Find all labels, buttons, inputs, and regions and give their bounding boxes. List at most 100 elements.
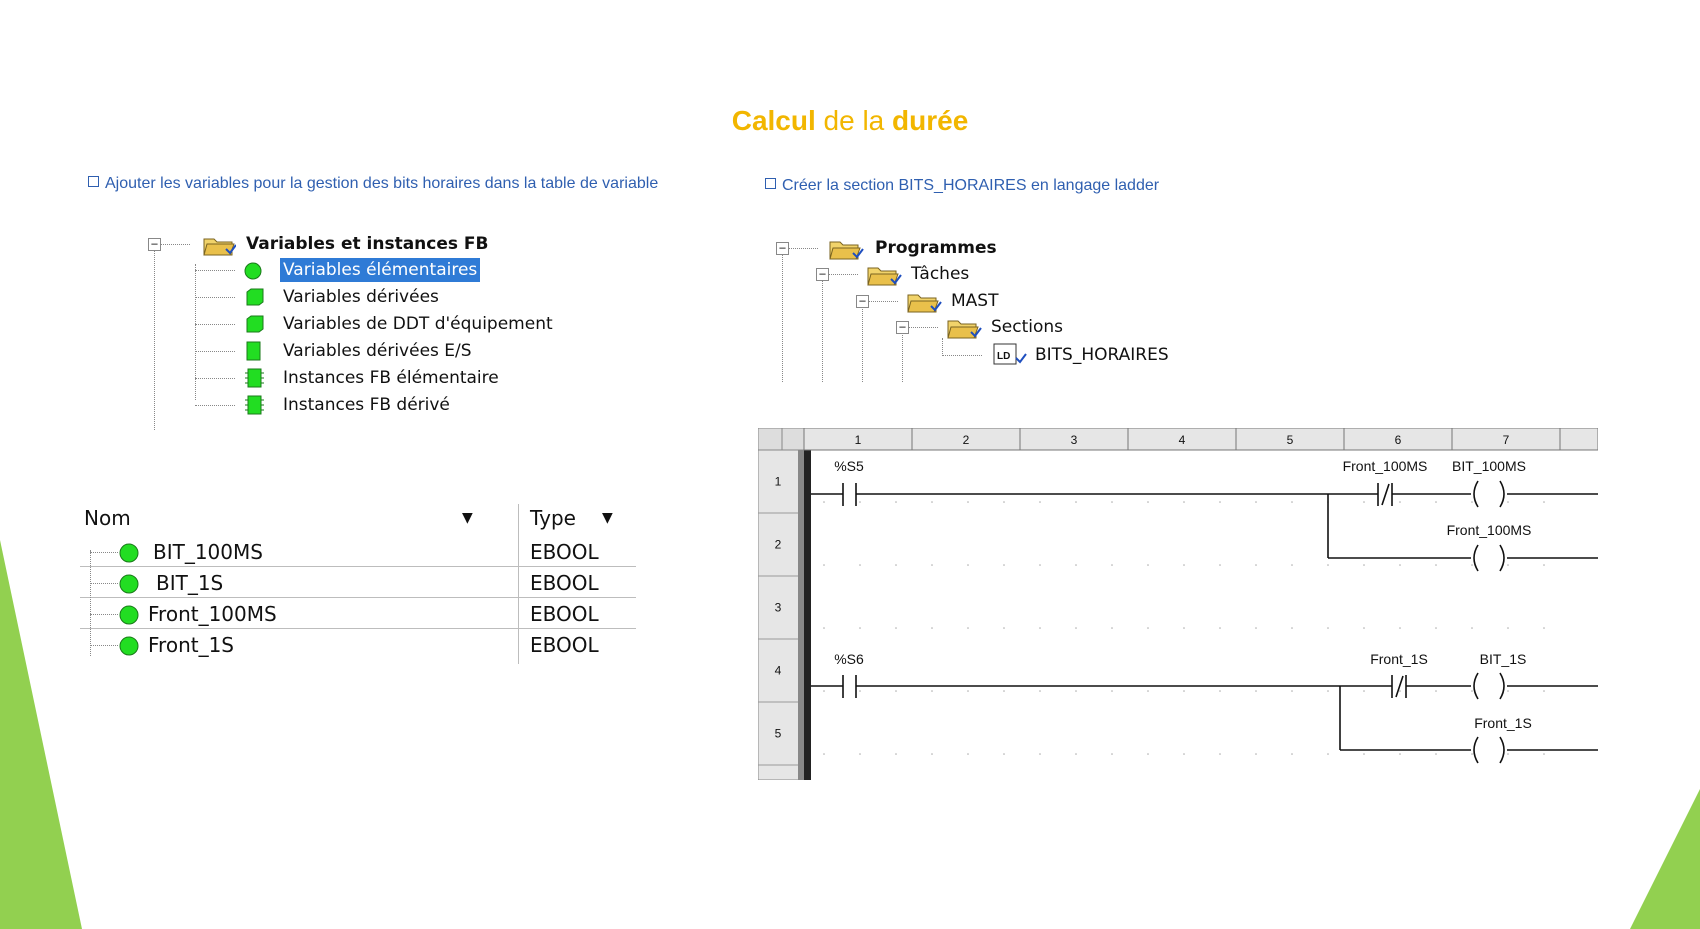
grid-dot <box>1183 753 1185 755</box>
grid-dot <box>1219 753 1221 755</box>
table-row-name[interactable]: Front_1S <box>148 633 235 657</box>
ld-section-icon: LD <box>993 343 1027 365</box>
ladder-row-number[interactable]: 3 <box>775 601 782 615</box>
grid-dot <box>1363 627 1365 629</box>
dropdown-arrow-icon[interactable]: ▼ <box>462 510 473 526</box>
table-row-type[interactable]: EBOOL <box>530 633 599 657</box>
grid-dot <box>895 627 897 629</box>
green-circle-icon <box>119 636 139 656</box>
table-row-type[interactable]: EBOOL <box>530 602 599 626</box>
grid-dot <box>1543 501 1545 503</box>
coil-bit-100ms-label[interactable]: BIT_100MS <box>1452 458 1526 474</box>
grid-dot <box>1219 690 1221 692</box>
grid-dot <box>1507 753 1509 755</box>
grid-dot <box>859 501 861 503</box>
grid-dot <box>967 564 969 566</box>
green-circle-icon <box>119 543 139 563</box>
green-circle-icon <box>244 262 262 280</box>
grid-dot <box>1003 627 1005 629</box>
grid-dot <box>1543 690 1545 692</box>
grid-dot <box>1291 690 1293 692</box>
green-chip-icon <box>245 368 264 388</box>
grid-dot <box>1435 627 1437 629</box>
coil-bit-1s-label[interactable]: BIT_1S <box>1480 651 1527 667</box>
ladder-row-number[interactable]: 4 <box>775 664 782 678</box>
grid-dot <box>1471 564 1473 566</box>
grid-dot <box>1399 627 1401 629</box>
grid-dot <box>967 627 969 629</box>
grid-dot <box>1003 501 1005 503</box>
grid-dot <box>1399 753 1401 755</box>
table-row-name[interactable]: Front_100MS <box>148 602 277 626</box>
grid-dot <box>1183 501 1185 503</box>
grid-dot <box>1111 753 1113 755</box>
grid-dot <box>1111 690 1113 692</box>
grid-dot <box>967 501 969 503</box>
grid-dot <box>1147 627 1149 629</box>
grid-dot <box>823 564 825 566</box>
green-chip-icon <box>246 341 261 361</box>
contact-s6-label[interactable]: %S6 <box>834 651 864 667</box>
ladder-column-number: 5 <box>1287 433 1294 447</box>
grid-dot <box>1039 753 1041 755</box>
grid-dot <box>1471 753 1473 755</box>
grid-dot <box>1363 564 1365 566</box>
right-instruction: Créer la section BITS_HORAIRES en langag… <box>765 177 1159 195</box>
table-row-type[interactable]: EBOOL <box>530 571 599 595</box>
ladder-column-number: 1 <box>855 433 862 447</box>
grid-dot <box>1399 501 1401 503</box>
ladder-column-number: 3 <box>1071 433 1078 447</box>
coil-front-100ms-label[interactable]: Front_100MS <box>1447 522 1532 538</box>
grid-dot <box>859 627 861 629</box>
ladder-row-number[interactable]: 2 <box>775 538 782 552</box>
grid-dot <box>1471 690 1473 692</box>
table-row-type[interactable]: EBOOL <box>530 540 599 564</box>
grid-dot <box>1543 627 1545 629</box>
contact-front-100ms-label[interactable]: Front_100MS <box>1343 458 1428 474</box>
grid-dot <box>823 627 825 629</box>
collapse-toggle[interactable]: − <box>896 321 909 334</box>
ladder-column-number: 4 <box>1179 433 1186 447</box>
grid-dot <box>859 564 861 566</box>
grid-dot <box>1075 627 1077 629</box>
grid-dot <box>1111 564 1113 566</box>
green-chip-icon <box>245 395 264 415</box>
column-header-nom[interactable]: Nom <box>84 506 131 530</box>
grid-dot <box>1147 501 1149 503</box>
grid-dot <box>1003 690 1005 692</box>
svg-text:LD: LD <box>997 351 1010 362</box>
green-cube-icon <box>246 288 264 306</box>
grid-dot <box>895 564 897 566</box>
ladder-row-number[interactable]: 5 <box>775 727 782 741</box>
grid-dot <box>1039 564 1041 566</box>
collapse-toggle[interactable]: − <box>148 238 161 251</box>
grid-dot <box>1435 501 1437 503</box>
table-row-name[interactable]: BIT_1S <box>156 571 224 595</box>
right-green-decoration <box>1630 789 1700 929</box>
grid-dot <box>1363 501 1365 503</box>
table-row-name[interactable]: BIT_100MS <box>153 540 263 564</box>
grid-dot <box>823 753 825 755</box>
grid-dot <box>1543 564 1545 566</box>
green-circle-icon <box>119 574 139 594</box>
ladder-row-number[interactable]: 1 <box>775 475 782 489</box>
variable-table: Nom ▼ Type ▼ BIT_100MS EBOOL BIT_1S EBOO… <box>80 500 640 670</box>
contact-front-1s-label[interactable]: Front_1S <box>1370 651 1428 667</box>
coil-front-1s-label[interactable]: Front_1S <box>1474 715 1532 731</box>
grid-dot <box>1255 627 1257 629</box>
grid-dot <box>1039 690 1041 692</box>
grid-dot <box>823 501 825 503</box>
grid-dot <box>1291 753 1293 755</box>
column-header-type[interactable]: Type <box>530 506 576 530</box>
dropdown-arrow-icon[interactable]: ▼ <box>602 510 613 526</box>
contact-s5-label[interactable]: %S5 <box>834 458 864 474</box>
grid-dot <box>1255 753 1257 755</box>
grid-dot <box>859 753 861 755</box>
grid-dot <box>859 690 861 692</box>
variables-tree: − Variables et instances FB Variables él… <box>140 230 600 430</box>
rung-1 <box>811 480 1598 572</box>
left-green-decoration <box>0 540 82 929</box>
grid-dot <box>1039 501 1041 503</box>
folder-icon <box>867 267 902 286</box>
